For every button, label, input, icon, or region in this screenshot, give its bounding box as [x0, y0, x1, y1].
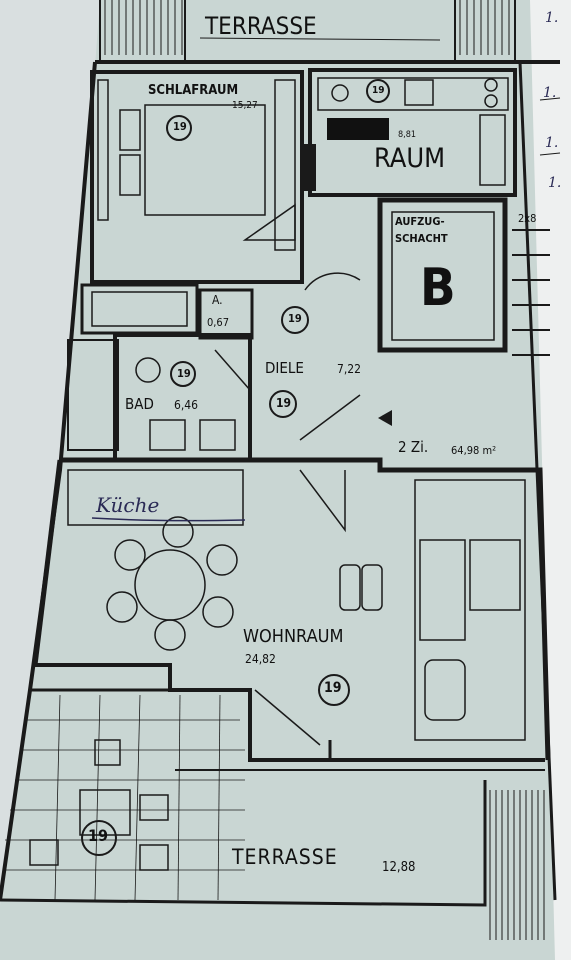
- room-label: RAUM: [374, 143, 446, 174]
- elevator-letter: B: [420, 258, 456, 318]
- living-area: 24,82: [245, 652, 276, 666]
- stair-note: 2x8: [518, 212, 537, 225]
- storage-unit: 19: [288, 312, 302, 325]
- elevator-label-2: SCHACHT: [395, 232, 448, 245]
- walls: [0, 0, 561, 940]
- unit-circle-storage: [281, 306, 309, 334]
- storage-label: A.: [212, 293, 223, 307]
- paper-margin: [530, 0, 571, 960]
- margin-mark-2: 1.: [543, 85, 557, 101]
- unit-circle-room: [366, 79, 390, 103]
- unit-circle-bath: [170, 361, 196, 387]
- bath-label: BAD: [125, 395, 154, 413]
- kitchen-handwritten-label: Küche: [96, 493, 160, 517]
- hall-unit: 19: [276, 396, 292, 410]
- bedroom-label: SCHLAFRAUM: [148, 83, 239, 98]
- hall-area: 7,22: [337, 362, 362, 376]
- room-area: 8,81: [398, 130, 417, 140]
- kitchen-underline: [91, 517, 246, 522]
- bottom-terrace-unit: 19: [88, 826, 109, 845]
- margin-mark-3: 1.: [545, 135, 559, 151]
- bath-unit: 19: [177, 367, 191, 380]
- redacted-mark: [327, 118, 389, 140]
- margin-mark-4: 1.: [548, 175, 562, 191]
- unit-circle-bedroom: [166, 115, 192, 141]
- room-unit: 19: [372, 85, 385, 96]
- bottom-terrace-label: TERRASSE: [232, 845, 338, 869]
- living-unit: 19: [324, 680, 342, 696]
- unit-circle-living: [318, 674, 350, 706]
- top-terrace-label: TERRASSE: [205, 12, 317, 40]
- hall-label: DIELE: [265, 359, 304, 377]
- elevator-label-1: AUFZUG-: [395, 215, 445, 228]
- apartment-label: 2 Zi.: [398, 438, 429, 456]
- bottom-terrace-area: 12,88: [382, 860, 416, 875]
- unit-circle-terrace: [81, 820, 117, 856]
- storage-area: 0,67: [207, 316, 230, 329]
- living-label: WOHNRAUM: [243, 626, 344, 647]
- margin-mark-1: 1.: [545, 10, 559, 26]
- apartment-area: 64,98 m²: [451, 444, 497, 457]
- unit-circle-hall: [269, 390, 297, 418]
- bath-area: 6,46: [174, 398, 199, 412]
- bedroom-unit: 19: [173, 120, 187, 133]
- bedroom-area: 15,27: [232, 100, 258, 111]
